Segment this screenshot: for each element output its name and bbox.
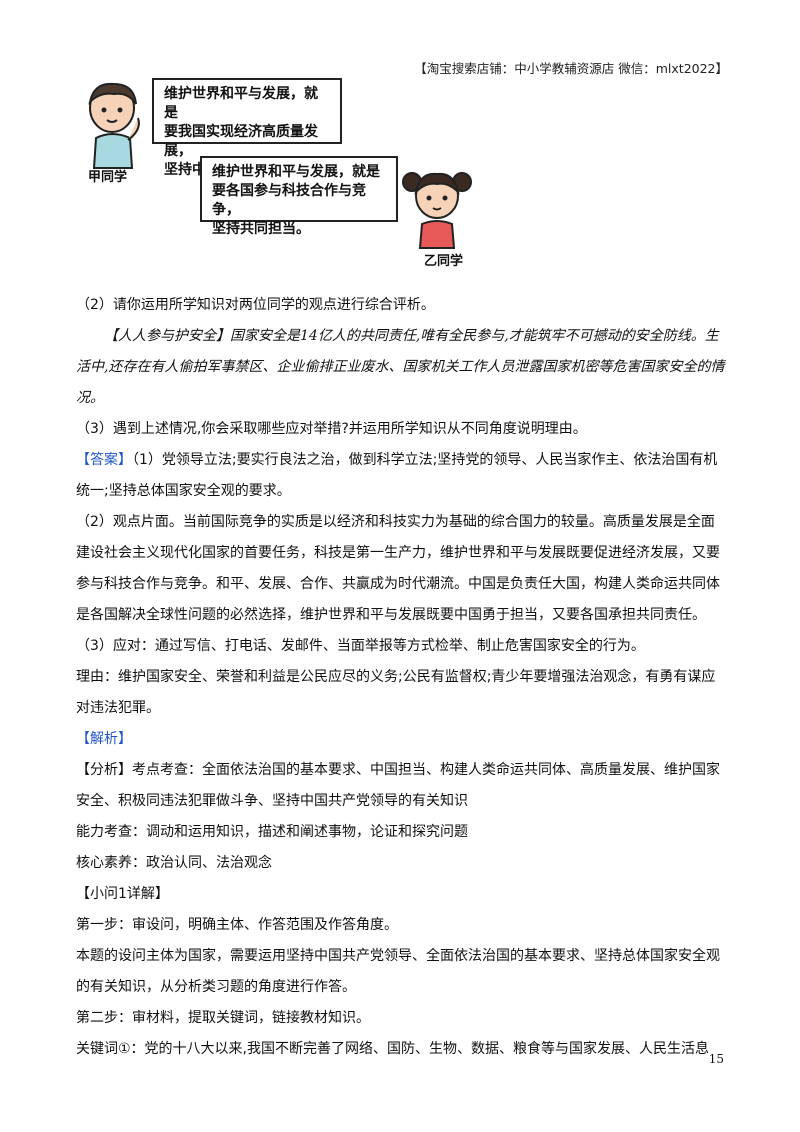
girl-speech-line: 维护世界和平与发展，就是 (212, 164, 380, 180)
boy-label: 甲同学 (88, 170, 128, 185)
step-1: 第一步：审设问，明确主体、作答范围及作答角度。 (76, 917, 398, 933)
document-body: （2）请你运用所学知识对两位同学的观点进行综合评析。 【人人参与护安全】国家安全… (76, 290, 726, 1065)
girl-speech-line: 要各国参与科技合作与竞争， (212, 183, 366, 218)
answer-1-text: （1）党领导立法;要实行良法之治，做到科学立法;坚持党的领导、人民当家作主、依法… (76, 452, 718, 499)
step-1-detail: 本题的设问主体为国家，需要运用坚持中国共产党领导、全面依法治国的基本要求、坚持总… (76, 948, 720, 995)
analysis: 【分析】考点考查：全面依法治国的基本要求、中国担当、构建人类命运共同体、高质量发… (76, 762, 720, 809)
reason: 理由：维护国家安全、荣誉和利益是公民应尽的义务;公民有监督权;青少年要增强法治观… (76, 669, 716, 716)
step-2: 第二步：审材料，提取关键词，链接教材知识。 (76, 1010, 370, 1026)
page-header: 【淘宝搜索店铺：中小学教辅资源店 微信：mlxt2022】 (414, 61, 728, 76)
girl-speech-bubble: 维护世界和平与发展，就是 要各国参与科技合作与竞争， 坚持共同担当。 (200, 156, 398, 237)
question-3: （3）遇到上述情况,你会采取哪些应对举措?并运用所学知识从不同角度说明理由。 (76, 421, 587, 437)
ability: 能力考查：调动和运用知识，描述和阐述事物，论证和探究问题 (76, 824, 468, 840)
material-paragraph: 【人人参与护安全】国家安全是14亿人的共同责任,唯有全民参与,才能筑牢不可撼动的… (76, 328, 725, 406)
sub-question-1: 【小问1详解】 (76, 886, 169, 902)
boy-speech-bubble: 维护世界和平与发展，就是 要我国实现经济高质量发展， 坚持中国担当。 (152, 78, 342, 178)
boy-illustration (88, 82, 140, 169)
answer-1: 【答案】（1）党领导立法;要实行良法之治，做到科学立法;坚持党的领导、人民当家作… (76, 445, 726, 507)
question-2: （2）请你运用所学知识对两位同学的观点进行综合评析。 (76, 297, 435, 313)
answer-2: （2）观点片面。当前国际竞争的实质是以经济和科技实力为基础的综合国力的较量。高质… (76, 514, 720, 623)
girl-label: 乙同学 (424, 254, 464, 269)
boy-speech-line: 要我国实现经济高质量发展， (164, 124, 318, 159)
literacy: 核心素养：政治认同、法治观念 (76, 855, 272, 871)
page-number: 15 (708, 1052, 724, 1066)
keyword-1: 关键词①：党的十八大以来,我国不断完善了网络、国防、生物、数据、粮食等与国家发展… (76, 1041, 709, 1057)
boy-speech-line: 维护世界和平与发展，就是 (164, 86, 318, 121)
girl-illustration (402, 172, 472, 249)
girl-speech-line: 坚持共同担当。 (212, 221, 310, 237)
analysis-tag: 【解析】 (76, 731, 132, 747)
answer-3: （3）应对：通过写信、打电话、发邮件、当面举报等方式检举、制止危害国家安全的行为… (76, 638, 645, 654)
answer-tag: 【答案】 (76, 452, 132, 468)
